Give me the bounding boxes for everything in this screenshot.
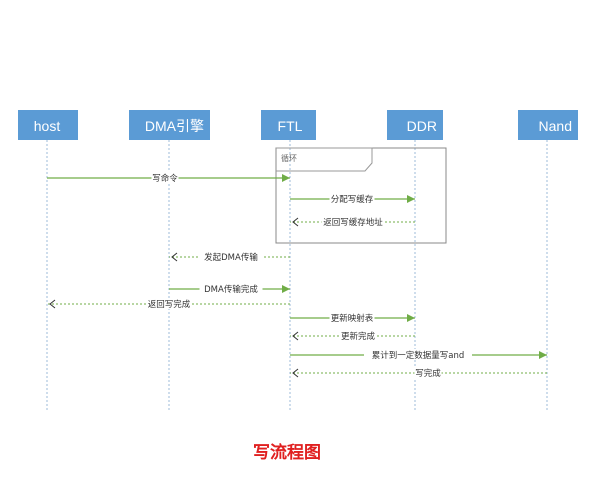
arrow-head-icon bbox=[282, 285, 290, 293]
open-arrow-icon bbox=[292, 217, 299, 227]
participant-4: Nand bbox=[518, 110, 578, 140]
message-5: 返回写完成 bbox=[47, 298, 290, 310]
message-label: 返回写完成 bbox=[148, 299, 191, 310]
message-label: 写命令 bbox=[152, 173, 178, 184]
open-arrow-icon bbox=[49, 299, 56, 309]
message-1: 分配写缓存 bbox=[290, 193, 415, 205]
message-4: DMA传输完成 bbox=[169, 283, 290, 295]
open-arrow-icon bbox=[292, 368, 299, 378]
message-label: 累计到一定数据量写and bbox=[372, 350, 465, 361]
arrow-head-icon bbox=[539, 351, 547, 359]
participant-3: DDR bbox=[387, 110, 443, 140]
participant-box bbox=[129, 110, 210, 140]
participant-box bbox=[261, 110, 316, 140]
message-9: 写完成 bbox=[290, 367, 547, 379]
message-8: 累计到一定数据量写and bbox=[290, 349, 547, 361]
message-7: 更新完成 bbox=[290, 330, 415, 342]
message-3: 发起DMA传输 bbox=[169, 251, 290, 263]
message-label: 写完成 bbox=[415, 368, 441, 379]
message-label: 更新完成 bbox=[341, 331, 376, 342]
arrow-head-icon bbox=[282, 174, 290, 182]
arrow-head-icon bbox=[407, 314, 415, 322]
participant-label: Nand bbox=[539, 118, 572, 134]
open-arrow-icon bbox=[292, 331, 299, 341]
participant-box bbox=[387, 110, 443, 140]
participant-label: FTL bbox=[278, 118, 303, 134]
open-arrow-icon bbox=[171, 252, 178, 262]
participant-0: host bbox=[18, 110, 78, 140]
message-label: 发起DMA传输 bbox=[204, 252, 258, 263]
participant-label: DMA引擎 bbox=[145, 118, 204, 134]
participant-label: DDR bbox=[407, 118, 437, 134]
diagram-caption: 写流程图 bbox=[253, 442, 321, 463]
message-0: 写命令 bbox=[47, 172, 290, 184]
loop-frame: 循环 bbox=[275, 147, 447, 244]
participant-2: FTL bbox=[261, 110, 316, 140]
loop-label: 循环 bbox=[281, 153, 297, 163]
participant-label: host bbox=[34, 118, 61, 134]
arrow-head-icon bbox=[407, 195, 415, 203]
message-label: 分配写缓存 bbox=[331, 194, 374, 205]
participant-box bbox=[18, 110, 78, 140]
message-label: 更新映射表 bbox=[331, 313, 374, 324]
message-label: DMA传输完成 bbox=[204, 284, 258, 295]
participant-box bbox=[518, 110, 578, 140]
message-2: 返回写缓存地址 bbox=[290, 216, 415, 228]
message-6: 更新映射表 bbox=[290, 312, 415, 324]
participant-1: DMA引擎 bbox=[129, 110, 210, 140]
message-label: 返回写缓存地址 bbox=[323, 217, 383, 228]
